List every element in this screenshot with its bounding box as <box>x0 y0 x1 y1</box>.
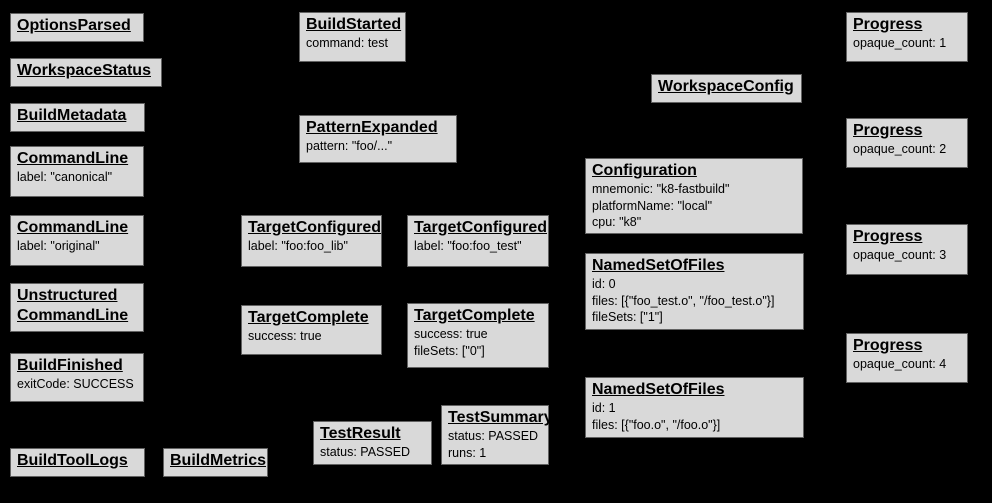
node-title: Progress <box>853 228 923 245</box>
node-body: opaque_count: 2 <box>853 141 962 158</box>
node-body: opaque_count: 3 <box>853 247 962 264</box>
node-title: WorkspaceConfig <box>658 78 794 95</box>
node-attribute-line: label: "foo:foo_test" <box>414 239 522 253</box>
node-title: Progress <box>853 337 923 354</box>
node-body: label: "foo:foo_lib" <box>248 238 376 255</box>
node-attribute-line: opaque_count: 1 <box>853 36 947 50</box>
node-attribute-line: fileSets: ["1"] <box>592 310 663 324</box>
node-title: Progress <box>853 16 923 33</box>
node-attribute-line: id: 1 <box>592 401 616 415</box>
node-body: pattern: "foo/..." <box>306 138 451 155</box>
node-body: status: PASSED runs: 1 <box>448 428 543 461</box>
node-title: NamedSetOfFiles <box>592 257 725 274</box>
node-body: label: "original" <box>17 238 138 255</box>
node-title: Progress <box>853 122 923 139</box>
node-unstructured-command-line: Unstructured CommandLine <box>10 283 144 332</box>
node-test-summary: TestSummary status: PASSED runs: 1 <box>441 405 553 465</box>
node-command-line-original: CommandLine label: "original" <box>10 215 144 266</box>
node-target-configured-foo-lib: TargetConfigured label: "foo:foo_lib" <box>241 215 382 267</box>
node-attribute-line: status: PASSED <box>448 429 539 443</box>
node-title: CommandLine <box>17 150 129 167</box>
node-attribute-line: opaque_count: 2 <box>853 142 947 156</box>
node-configuration: Configuration mnemonic: "k8-fastbuild" pl… <box>585 158 803 234</box>
node-build-metadata: BuildMetadata <box>10 103 145 132</box>
node-title: TargetComplete <box>248 309 369 326</box>
node-attribute-line: files: [{"foo.o", "/foo.o"}] <box>592 417 721 432</box>
node-body: id: 1 files: [{"foo.o", "/foo.o"}] <box>592 400 798 433</box>
node-body: success: true fileSets: ["0"] <box>414 326 543 359</box>
node-command-line-canonical: CommandLine label: "canonical" <box>10 146 144 197</box>
node-attribute-line: label: "foo:foo_lib" <box>248 239 348 253</box>
node-attribute-line: status: PASSED <box>320 445 411 459</box>
node-title: NamedSetOfFiles <box>592 381 725 398</box>
node-title: PatternExpanded <box>306 119 438 136</box>
node-target-configured-foo-test: TargetConfigured label: "foo:foo_test" <box>407 215 549 267</box>
node-body: label: "foo:foo_test" <box>414 238 543 255</box>
node-attribute-line: cpu: "k8" <box>592 215 642 229</box>
node-body: exitCode: SUCCESS <box>17 376 138 393</box>
node-workspace-status: WorkspaceStatus <box>10 58 162 87</box>
node-attribute-line: mnemonic: "k8-fastbuild" <box>592 182 730 196</box>
node-attribute-line: runs: 1 <box>448 445 487 460</box>
node-pattern-expanded: PatternExpanded pattern: "foo/..." <box>299 115 457 163</box>
node-progress-1: Progress opaque_count: 1 <box>846 12 968 62</box>
node-attribute-line: fileSets: ["0"] <box>414 343 485 358</box>
node-title: CommandLine <box>17 219 129 236</box>
node-body: opaque_count: 4 <box>853 356 962 373</box>
node-target-complete-foo-lib: TargetComplete success: true <box>241 305 382 355</box>
node-body: label: "canonical" <box>17 169 138 186</box>
node-attribute-line: exitCode: SUCCESS <box>17 377 134 391</box>
node-attribute-line: opaque_count: 3 <box>853 248 947 262</box>
node-body: opaque_count: 1 <box>853 35 962 52</box>
node-progress-2: Progress opaque_count: 2 <box>846 118 968 168</box>
node-attribute-line: opaque_count: 4 <box>853 357 947 371</box>
node-title: BuildMetrics <box>170 452 267 469</box>
node-progress-4: Progress opaque_count: 4 <box>846 333 968 383</box>
node-body: success: true <box>248 328 376 345</box>
node-progress-3: Progress opaque_count: 3 <box>846 224 968 275</box>
node-attribute-line: command: test <box>306 36 388 50</box>
node-attribute-line: files: [{"foo_test.o", "/foo_test.o"}] <box>592 293 775 308</box>
node-attribute-line: platformName: "local" <box>592 198 713 213</box>
node-title: BuildStarted <box>306 16 402 33</box>
node-title: TargetConfigured <box>248 219 382 236</box>
node-workspace-config: WorkspaceConfig <box>651 74 802 103</box>
node-body: mnemonic: "k8-fastbuild" platformName: "l… <box>592 181 797 231</box>
node-title: BuildMetadata <box>17 107 127 124</box>
node-title: WorkspaceStatus <box>17 62 151 79</box>
node-title: TargetComplete <box>414 307 535 324</box>
node-title: Unstructured CommandLine <box>17 287 129 324</box>
node-title: TestSummary <box>448 409 553 426</box>
node-attribute-line: success: true <box>248 329 322 343</box>
node-target-complete-foo-test: TargetComplete success: true fileSets: ["… <box>407 303 549 368</box>
node-title: Configuration <box>592 162 697 179</box>
node-build-tool-logs: BuildToolLogs <box>10 448 145 477</box>
node-body: status: PASSED <box>320 444 426 461</box>
node-body: id: 0 files: [{"foo_test.o", "/foo_test.o… <box>592 276 798 326</box>
node-title: BuildToolLogs <box>17 452 128 469</box>
node-title: OptionsParsed <box>17 17 131 34</box>
node-attribute-line: success: true <box>414 327 488 341</box>
node-build-metrics: BuildMetrics <box>163 448 268 477</box>
node-test-result: TestResult status: PASSED <box>313 421 432 465</box>
node-title: TestResult <box>320 425 401 442</box>
node-named-set-of-files-0: NamedSetOfFiles id: 0 files: [{"foo_test.… <box>585 253 804 330</box>
node-attribute-line: id: 0 <box>592 277 616 291</box>
node-build-started: BuildStarted command: test <box>299 12 406 62</box>
node-title: TargetConfigured <box>414 219 548 236</box>
node-attribute-line: label: "original" <box>17 239 100 253</box>
node-title: BuildFinished <box>17 357 123 374</box>
node-options-parsed: OptionsParsed <box>10 13 144 42</box>
node-attribute-line: label: "canonical" <box>17 170 113 184</box>
node-build-finished: BuildFinished exitCode: SUCCESS <box>10 353 144 402</box>
node-body: command: test <box>306 35 400 52</box>
node-named-set-of-files-1: NamedSetOfFiles id: 1 files: [{"foo.o", "… <box>585 377 804 438</box>
node-attribute-line: pattern: "foo/..." <box>306 139 393 153</box>
